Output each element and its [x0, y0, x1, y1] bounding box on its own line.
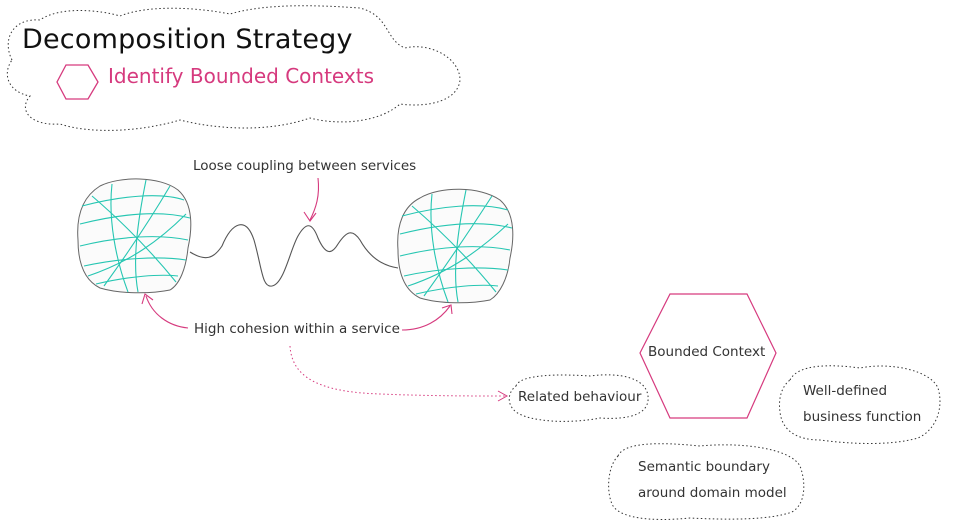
loose-coupling-arrow: [309, 177, 320, 221]
left-service-ball: [77, 178, 192, 294]
semantic-boundary-line2: around domain model: [638, 485, 787, 501]
well-defined-note: Well-defined business function: [803, 378, 921, 430]
bounded-context-label: Bounded Context: [648, 344, 766, 360]
cohesion-left-arrow: [145, 295, 189, 329]
related-behaviour-bubble: [508, 374, 649, 422]
cohesion-right-arrow: [401, 305, 451, 331]
well-defined-line2: business function: [803, 409, 922, 425]
semantic-boundary-line1: Semantic boundary: [638, 459, 770, 475]
high-cohesion-label: High cohesion within a service: [194, 321, 400, 337]
loose-coupling-label: Loose coupling between services: [193, 158, 417, 174]
related-behaviour-label: Related behaviour: [518, 389, 642, 405]
related-behaviour-arrow: [289, 345, 507, 397]
well-defined-line1: Well-defined: [803, 383, 888, 399]
hexagon-icon: [56, 64, 99, 100]
semantic-boundary-bubble: [608, 443, 805, 520]
diagram-subtitle: Identify Bounded Contexts: [108, 64, 374, 88]
coupling-wave: [189, 224, 399, 287]
semantic-boundary-note: Semantic boundary around domain model: [638, 454, 787, 506]
bounded-context-hexagon: [639, 293, 777, 419]
title-cloud: [7, 5, 461, 131]
right-service-ball: [397, 188, 514, 304]
diagram-title: Decomposition Strategy: [22, 24, 353, 55]
